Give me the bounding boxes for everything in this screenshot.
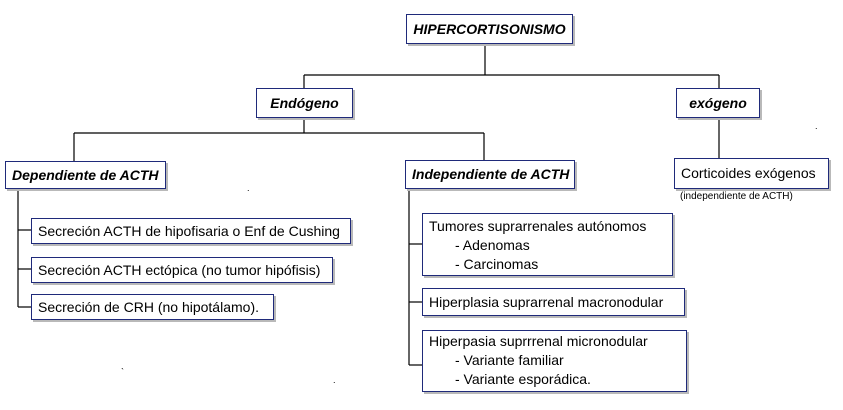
node-secrecion-crh: Secreción de CRH (no hipotálamo). (31, 294, 274, 320)
node-dependiente-acth: Dependiente de ACTH (5, 161, 166, 189)
node-tumores-carcinomas: - Carcinomas (455, 256, 539, 272)
node-hipercortisonismo: HIPERCORTISONISMO (406, 14, 573, 44)
stray-mark: . (333, 375, 336, 385)
stray-mark: . (815, 121, 818, 131)
node-secrecion-acth-hipofisaria-label: Secreción ACTH de hipofisaria o Enf de C… (38, 223, 340, 239)
node-hiperplasia-macronodular: Hiperplasia suprarrenal macronodular (422, 288, 685, 316)
node-micronodular-esporadica: - Variante esporádica. (455, 371, 591, 387)
node-exogeno: exógeno (676, 88, 760, 118)
node-secrecion-acth-ectopica-label: Secreción ACTH ectópica (no tumor hipófi… (38, 262, 321, 278)
note-independiente-acth-label: (independiente de ACTH) (680, 191, 793, 202)
node-endogeno: Endógeno (256, 88, 353, 118)
node-tumores-suprarrenales: Tumores suprarrenales autónomos - Adenom… (422, 213, 673, 276)
node-tumores-adenomas: - Adenomas (455, 237, 530, 253)
node-secrecion-crh-label: Secreción de CRH (no hipotálamo). (38, 299, 259, 315)
node-secrecion-acth-hipofisaria: Secreción ACTH de hipofisaria o Enf de C… (31, 218, 351, 244)
node-hiperplasia-micronodular-label: Hiperpasia suprrrenal micronodular (429, 333, 648, 349)
node-corticoides-exogenos: Corticoides exógenos (674, 158, 829, 189)
node-exogeno-label: exógeno (689, 95, 747, 111)
node-dependiente-acth-label: Dependiente de ACTH (12, 167, 159, 183)
note-independiente-acth: (independiente de ACTH) (680, 191, 793, 203)
stray-mark: ` (121, 367, 124, 377)
node-corticoides-exogenos-label: Corticoides exógenos (681, 165, 816, 181)
node-hiperplasia-micronodular: Hiperpasia suprrrenal micronodular - Var… (422, 330, 687, 392)
node-independiente-acth: Independiente de ACTH (405, 160, 575, 189)
node-hipercortisonismo-label: HIPERCORTISONISMO (413, 21, 566, 37)
stray-mark: . (247, 183, 250, 193)
node-secrecion-acth-ectopica: Secreción ACTH ectópica (no tumor hipófi… (31, 257, 333, 283)
node-micronodular-familiar: - Variante familiar (455, 352, 564, 368)
node-tumores-suprarrenales-label: Tumores suprarrenales autónomos (429, 218, 647, 234)
node-hiperplasia-macronodular-label: Hiperplasia suprarrenal macronodular (429, 294, 664, 310)
node-independiente-acth-label: Independiente de ACTH (412, 166, 570, 182)
node-endogeno-label: Endógeno (270, 95, 339, 111)
